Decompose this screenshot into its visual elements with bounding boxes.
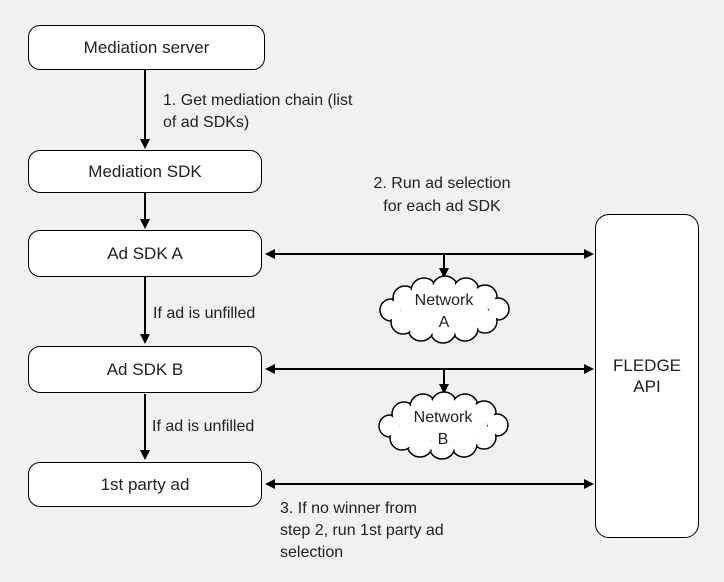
mediation-sdk-node: Mediation SDK xyxy=(28,150,262,193)
if-unfilled-label-2: If ad is unfilled xyxy=(152,418,255,435)
network-a-line2: A xyxy=(438,314,450,331)
network-a-line1: Network xyxy=(414,292,474,309)
network-b-line2: B xyxy=(437,431,449,448)
network-b-label: Network B xyxy=(373,407,513,451)
network-b-line1: Network xyxy=(413,409,473,426)
first-party-ad-label: 1st party ad xyxy=(100,475,190,494)
step3-line2: step 2, run 1st party ad xyxy=(280,522,444,539)
arrow-to-network-b-icon xyxy=(439,370,449,394)
ad-sdk-b-node: Ad SDK B xyxy=(28,346,262,393)
mediation-server-label: Mediation server xyxy=(83,38,210,57)
arrow-first-party-fledge-icon xyxy=(265,479,594,489)
mediation-server-node: Mediation server xyxy=(28,25,265,70)
step1-line2: of ad SDKs) xyxy=(163,114,250,131)
arrow-ad-sdk-b-to-first-party-icon xyxy=(140,394,150,460)
mediation-sdk-label: Mediation SDK xyxy=(88,162,202,181)
step3-annotation: 3. If no winner from step 2, run 1st par… xyxy=(280,498,444,564)
ad-sdk-b-label: Ad SDK B xyxy=(106,360,184,379)
step2-line2: for each ad SDK xyxy=(383,198,501,215)
fledge-api-node: FLEDGE API xyxy=(595,214,699,538)
arrow-to-network-a-icon xyxy=(439,255,449,278)
step1-line1: 1. Get mediation chain (list xyxy=(163,92,353,109)
if-unfilled-label-1: If ad is unfilled xyxy=(153,305,256,322)
step3-line3: selection xyxy=(280,544,344,561)
step3-line1: 3. If no winner from xyxy=(280,500,417,517)
fledge-api-label-line1: FLEDGE xyxy=(612,356,682,375)
step2-line1: 2. Run ad selection xyxy=(373,175,511,192)
arrow-ad-sdk-b-fledge-icon xyxy=(265,364,594,374)
step2-annotation: 2. Run ad selection for each ad SDK xyxy=(360,172,524,218)
arrow-mediation-sdk-to-ad-sdk-a-icon xyxy=(140,193,150,229)
arrow-ad-sdk-a-fledge-icon xyxy=(265,249,594,259)
ad-sdk-a-node: Ad SDK A xyxy=(28,230,262,277)
ad-sdk-a-label: Ad SDK A xyxy=(107,244,183,263)
first-party-ad-node: 1st party ad xyxy=(28,462,262,507)
step1-annotation: 1. Get mediation chain (list of ad SDKs) xyxy=(163,90,352,134)
fledge-api-label-line2: API xyxy=(633,377,661,396)
arrow-server-to-mediation-sdk-icon xyxy=(140,70,150,149)
arrow-ad-sdk-a-to-ad-sdk-b-icon xyxy=(140,277,150,344)
network-a-label: Network A xyxy=(374,290,514,334)
